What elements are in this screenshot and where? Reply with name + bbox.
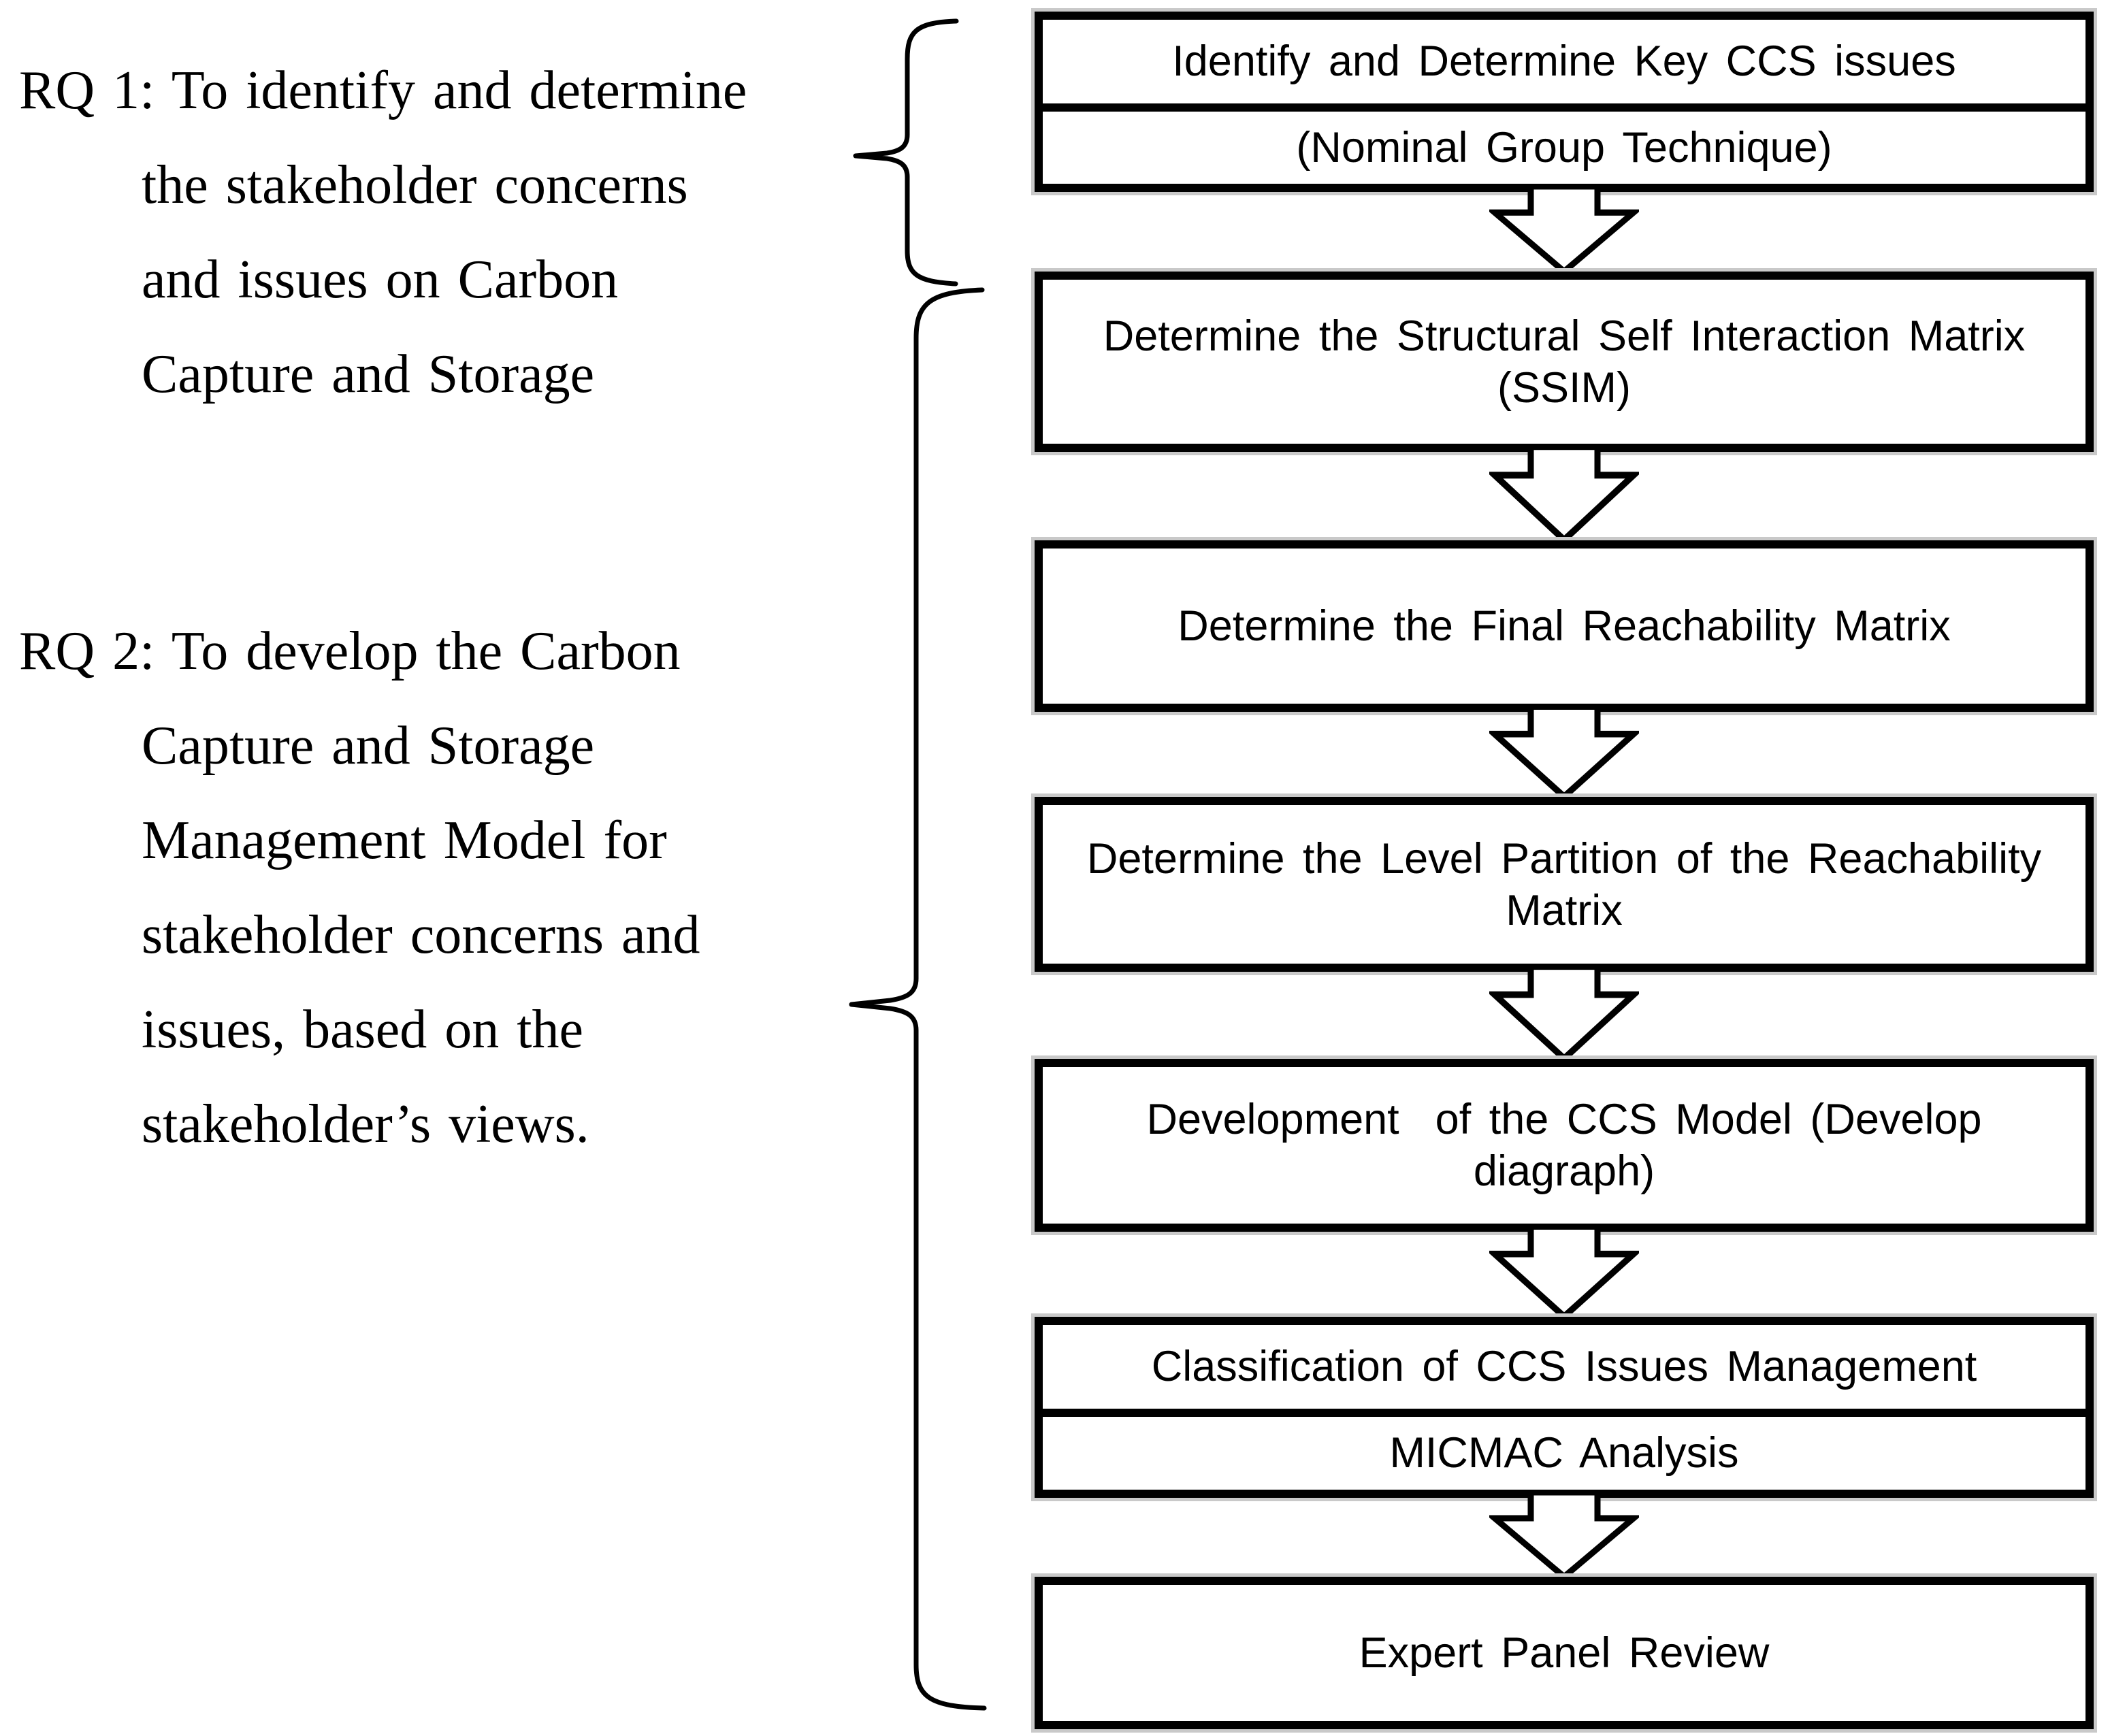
- box-section: Identify and Determine Key CCS issues: [1043, 20, 2085, 103]
- rq2-line: RQ 2: To develop the Carbon: [19, 621, 681, 681]
- research-question-1: RQ 1: To identify and determine the stak…: [19, 44, 747, 422]
- research-question-2: RQ 2: To develop the Carbon Capture and …: [19, 604, 700, 1172]
- brace-rq1-icon: [853, 18, 959, 286]
- rq2-line: issues, based on the: [142, 1000, 584, 1060]
- box-section: Determine the Structural Self Interactio…: [1043, 280, 2085, 444]
- box-final-reachability-matrix: Determine the Final Reachability Matrix: [1035, 540, 2094, 712]
- down-arrow-icon: [1489, 185, 1639, 276]
- rq2-line: stakeholder concerns and: [142, 905, 700, 965]
- box-text: Expert Panel Review: [1359, 1629, 1770, 1677]
- down-arrow-icon: [1489, 1225, 1639, 1321]
- box-text: Identify and Determine Key CCS issues: [1172, 37, 1956, 86]
- box-section: Development of the CCS Model (Develop di…: [1043, 1067, 2085, 1224]
- box-text: Development of the CCS Model (Develop: [1146, 1096, 1982, 1143]
- box-section: Determine the Level Partition of the Rea…: [1043, 805, 2085, 964]
- box-ssim: Determine the Structural Self Interactio…: [1035, 272, 2094, 452]
- box-section: Classification of CCS Issues Management: [1043, 1325, 2085, 1409]
- box-text: (SSIM): [1497, 363, 1631, 412]
- box-section: (Nominal Group Technique): [1043, 103, 2085, 184]
- down-arrow-icon: [1489, 965, 1639, 1063]
- rq2-line: stakeholder’s views.: [142, 1094, 589, 1154]
- box-text: Classification of CCS Issues Management: [1151, 1343, 1977, 1391]
- rq2-line: Management Model for: [142, 810, 667, 870]
- brace-rq2-icon: [849, 287, 987, 1711]
- rq1-line: Capture and Storage: [142, 344, 595, 404]
- box-text: MICMAC Analysis: [1389, 1429, 1739, 1477]
- rq2-line: Capture and Storage: [142, 716, 595, 776]
- box-text: Determine the Final Reachability Matrix: [1178, 602, 1951, 650]
- box-expert-panel-review: Expert Panel Review: [1035, 1577, 2094, 1729]
- box-text: Determine the Structural Self Interactio…: [1103, 312, 2026, 360]
- box-ccs-model-development: Development of the CCS Model (Develop di…: [1035, 1059, 2094, 1232]
- rq1-line: RQ 1: To identify and determine: [19, 61, 747, 120]
- box-text: (Nominal Group Technique): [1296, 123, 1832, 171]
- down-arrow-icon: [1489, 445, 1639, 544]
- box-text: Matrix: [1506, 886, 1623, 934]
- rq1-line: the stakeholder concerns: [142, 155, 688, 215]
- rq1-line: and issues on Carbon: [142, 250, 619, 310]
- down-arrow-icon: [1489, 705, 1639, 801]
- box-classification-micmac: Classification of CCS Issues Management …: [1035, 1317, 2094, 1498]
- box-section: Expert Panel Review: [1043, 1585, 2085, 1721]
- box-text: diagraph): [1473, 1147, 1655, 1195]
- box-identify-key-ccs-issues: Identify and Determine Key CCS issues (N…: [1035, 12, 2094, 192]
- box-text: Determine the Level Partition of the Rea…: [1086, 834, 2042, 883]
- box-level-partition: Determine the Level Partition of the Rea…: [1035, 797, 2094, 972]
- down-arrow-icon: [1489, 1491, 1639, 1581]
- box-section: Determine the Final Reachability Matrix: [1043, 548, 2085, 704]
- box-section: MICMAC Analysis: [1043, 1408, 2085, 1490]
